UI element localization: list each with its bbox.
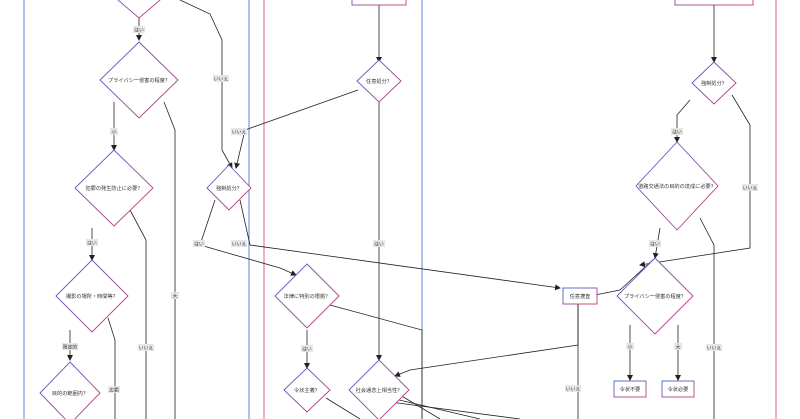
edge-label-yes: はい xyxy=(134,28,144,34)
edge-label-no: いいえ xyxy=(214,77,229,83)
edge-road-to-voluntary-box xyxy=(589,257,656,298)
edge-social-out-2 xyxy=(394,398,481,419)
edge-label-bg xyxy=(373,240,385,247)
label-crime-prevention: 犯罪の発生防止に必要？ xyxy=(85,184,142,192)
edge-label-bg xyxy=(231,128,247,135)
edge-label-large: 大 xyxy=(676,344,681,351)
edge-voluntary-to-compulsory xyxy=(234,89,359,169)
label-privacy-degree-left: プライバシー侵害の程度？ xyxy=(108,76,170,84)
edge-top-to-compulsory xyxy=(179,0,233,169)
edge-label-bg xyxy=(133,26,145,33)
label-privacy-degree-right: プライバシー侵害の程度？ xyxy=(624,292,686,300)
top-decision-diamond[interactable] xyxy=(117,0,161,19)
edge-label-limited: 限定的 xyxy=(63,344,78,351)
decision-purpose-scope[interactable] xyxy=(39,361,101,419)
decision-privacy-degree-left[interactable] xyxy=(99,41,179,119)
edge-legal-no xyxy=(329,304,423,419)
edge-voluntary-box-to-social xyxy=(394,304,579,377)
decision-legal-basis[interactable] xyxy=(274,263,340,329)
edge-label-no: いいえ xyxy=(139,346,154,352)
edge-label-no: いいえ xyxy=(743,186,758,192)
edge-label-bg xyxy=(171,292,179,299)
decision-privacy-degree-right[interactable] xyxy=(616,257,694,335)
label-legal-basis: 法律に特別の根拠？ xyxy=(284,292,331,300)
edges xyxy=(67,0,751,419)
edge-label-small: 小 xyxy=(112,129,117,136)
edge-label-bg xyxy=(626,343,634,350)
top-box-mid[interactable] xyxy=(351,0,407,6)
top-box-right[interactable] xyxy=(674,0,754,6)
edge-label-no: いいえ xyxy=(232,130,247,136)
edge-label-bg xyxy=(110,128,118,135)
decision-social-necessity[interactable] xyxy=(348,359,410,419)
edge-label-yes: はい xyxy=(672,130,682,136)
edge-label-small: 小 xyxy=(628,344,633,351)
label-voluntary-investigation: 任意捜査 xyxy=(570,292,591,300)
edge-label-bg xyxy=(86,239,98,246)
edge-road-no xyxy=(699,217,715,419)
edge-label-no: いいえ xyxy=(232,242,247,248)
edge-label-no: いいえ xyxy=(707,346,722,352)
label-road-traffic: 道路交通法の目的の達成に必要？ xyxy=(638,182,716,190)
decision-compulsory-right[interactable] xyxy=(691,61,737,105)
label-voluntary-mid: 任意処分？ xyxy=(366,77,392,85)
label-warrant-principle: 令状主義？ xyxy=(294,386,320,394)
edge-label-bg xyxy=(193,240,205,247)
edge-label-bg xyxy=(108,386,120,393)
edge-label-bg xyxy=(649,240,661,247)
edge-label-bg xyxy=(138,344,154,351)
edge-label-yes: はい xyxy=(87,241,97,247)
edge-label-large: 大 xyxy=(173,293,178,300)
decision-compulsory-left[interactable] xyxy=(206,164,252,211)
edge-label-bg xyxy=(213,75,229,82)
edge-label-bg xyxy=(301,345,313,352)
decision-warrant-principle[interactable] xyxy=(283,367,331,413)
edge-label-no: いいえ xyxy=(566,387,581,393)
edge-label-bg xyxy=(742,184,758,191)
label-warrant-needed: 令状必要 xyxy=(668,385,689,393)
label-compulsory-left: 強制処分？ xyxy=(216,184,242,192)
label-location-time: 撮影の場所・時間等？ xyxy=(66,292,118,300)
edge-crime-no xyxy=(129,209,147,419)
nodes: プライバシー侵害の程度？ 犯罪の発生防止に必要？ 撮影の場所・時間等？ 目的の範… xyxy=(39,0,754,419)
edge-label-bg xyxy=(674,343,682,350)
box-warrant-needed[interactable] xyxy=(661,380,695,398)
edge-compulsory-no xyxy=(239,199,561,291)
edge-label-bg xyxy=(706,344,722,351)
decision-voluntary-mid[interactable] xyxy=(356,59,402,103)
box-voluntary-investigation[interactable] xyxy=(562,287,598,305)
decision-road-traffic[interactable] xyxy=(635,141,719,231)
box-warrant-not-needed[interactable] xyxy=(613,380,647,398)
edge-label-bg xyxy=(62,343,78,350)
edge-labels: はい いいえ 小 大 はい いいえ 限定的 広範 いいえ はい いいえ はい は… xyxy=(62,26,758,394)
label-compulsory-right: 強制処分？ xyxy=(701,79,727,87)
edge-label-yes: はい xyxy=(374,242,384,248)
edge-label-yes: はい xyxy=(194,242,204,248)
edge-label-bg xyxy=(231,240,247,247)
label-warrant-not-needed: 令状不要 xyxy=(620,385,641,393)
edge-compulsory-yes xyxy=(199,199,297,276)
edge-label-yes: はい xyxy=(650,242,660,248)
label-social-necessity: 社会通念上相当性？ xyxy=(356,386,403,394)
decision-location-time[interactable] xyxy=(55,259,129,333)
edge-label-yes: はい xyxy=(302,347,312,353)
decision-crime-prevention[interactable] xyxy=(74,149,154,227)
edge-warrant-out xyxy=(325,397,361,419)
edge-privacy-down-large xyxy=(163,101,176,419)
edge-social-out-3 xyxy=(389,401,521,419)
edge-label-broad: 広範 xyxy=(109,387,119,394)
edge-location-broad xyxy=(107,317,116,419)
edge-compulsory-right-yes xyxy=(674,99,691,143)
edge-label-bg xyxy=(671,128,683,135)
edge-label-bg xyxy=(565,385,581,392)
label-purpose-scope: 目的の範囲内？ xyxy=(52,389,88,397)
edge-social-out-1 xyxy=(399,394,441,419)
